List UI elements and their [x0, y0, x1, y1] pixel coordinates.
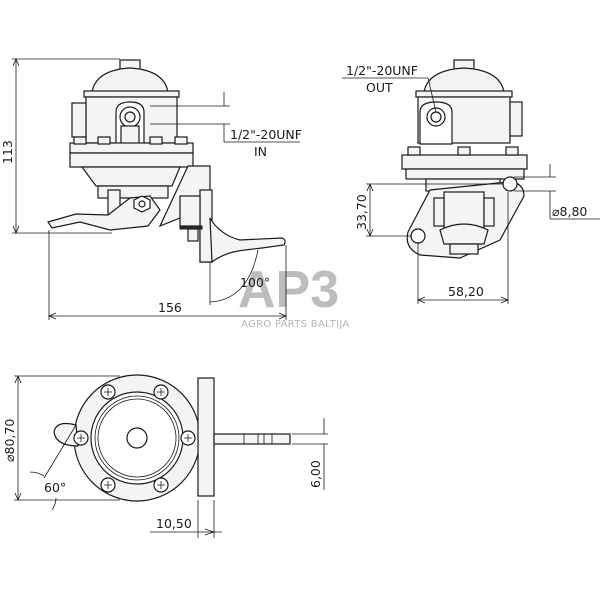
inlet-thread-label: 1/2"-20UNF: [230, 127, 302, 142]
angle-dimension: 60°: [44, 480, 66, 495]
watermark-logo: AP3: [238, 261, 339, 319]
flange-thickness-dimension: 10,50: [156, 516, 192, 531]
screw-heads: [73, 384, 196, 493]
height-dimension: 113: [0, 140, 15, 164]
hole-diameter-dimension: ⌀8,80: [552, 204, 587, 219]
watermark: AP3 AGRO PARTS BALTIJA: [238, 261, 349, 330]
top-view: ⌀80,70 60° 10,50 6,00: [2, 374, 328, 538]
watermark-text: AGRO PARTS BALTIJA: [241, 319, 349, 330]
hole-offset-dimension: 33,70: [354, 194, 369, 230]
length-dimension: 156: [158, 300, 182, 315]
outlet-label: OUT: [366, 80, 393, 95]
side-view: 113 156 100° 1/2"-20UNF IN: [0, 57, 302, 320]
body-diameter-dimension: ⌀80,70: [2, 419, 17, 462]
inlet-label: IN: [254, 144, 267, 159]
lever-width-dimension: 6,00: [308, 460, 323, 488]
hole-spacing-dimension: 58,20: [448, 284, 484, 299]
lever-angle-dimension: 100°: [240, 275, 270, 290]
outlet-thread-label: 1/2"-20UNF: [346, 63, 418, 78]
front-view: 1/2"-20UNF OUT 33,70 ⌀8,80 58,20: [342, 59, 600, 304]
